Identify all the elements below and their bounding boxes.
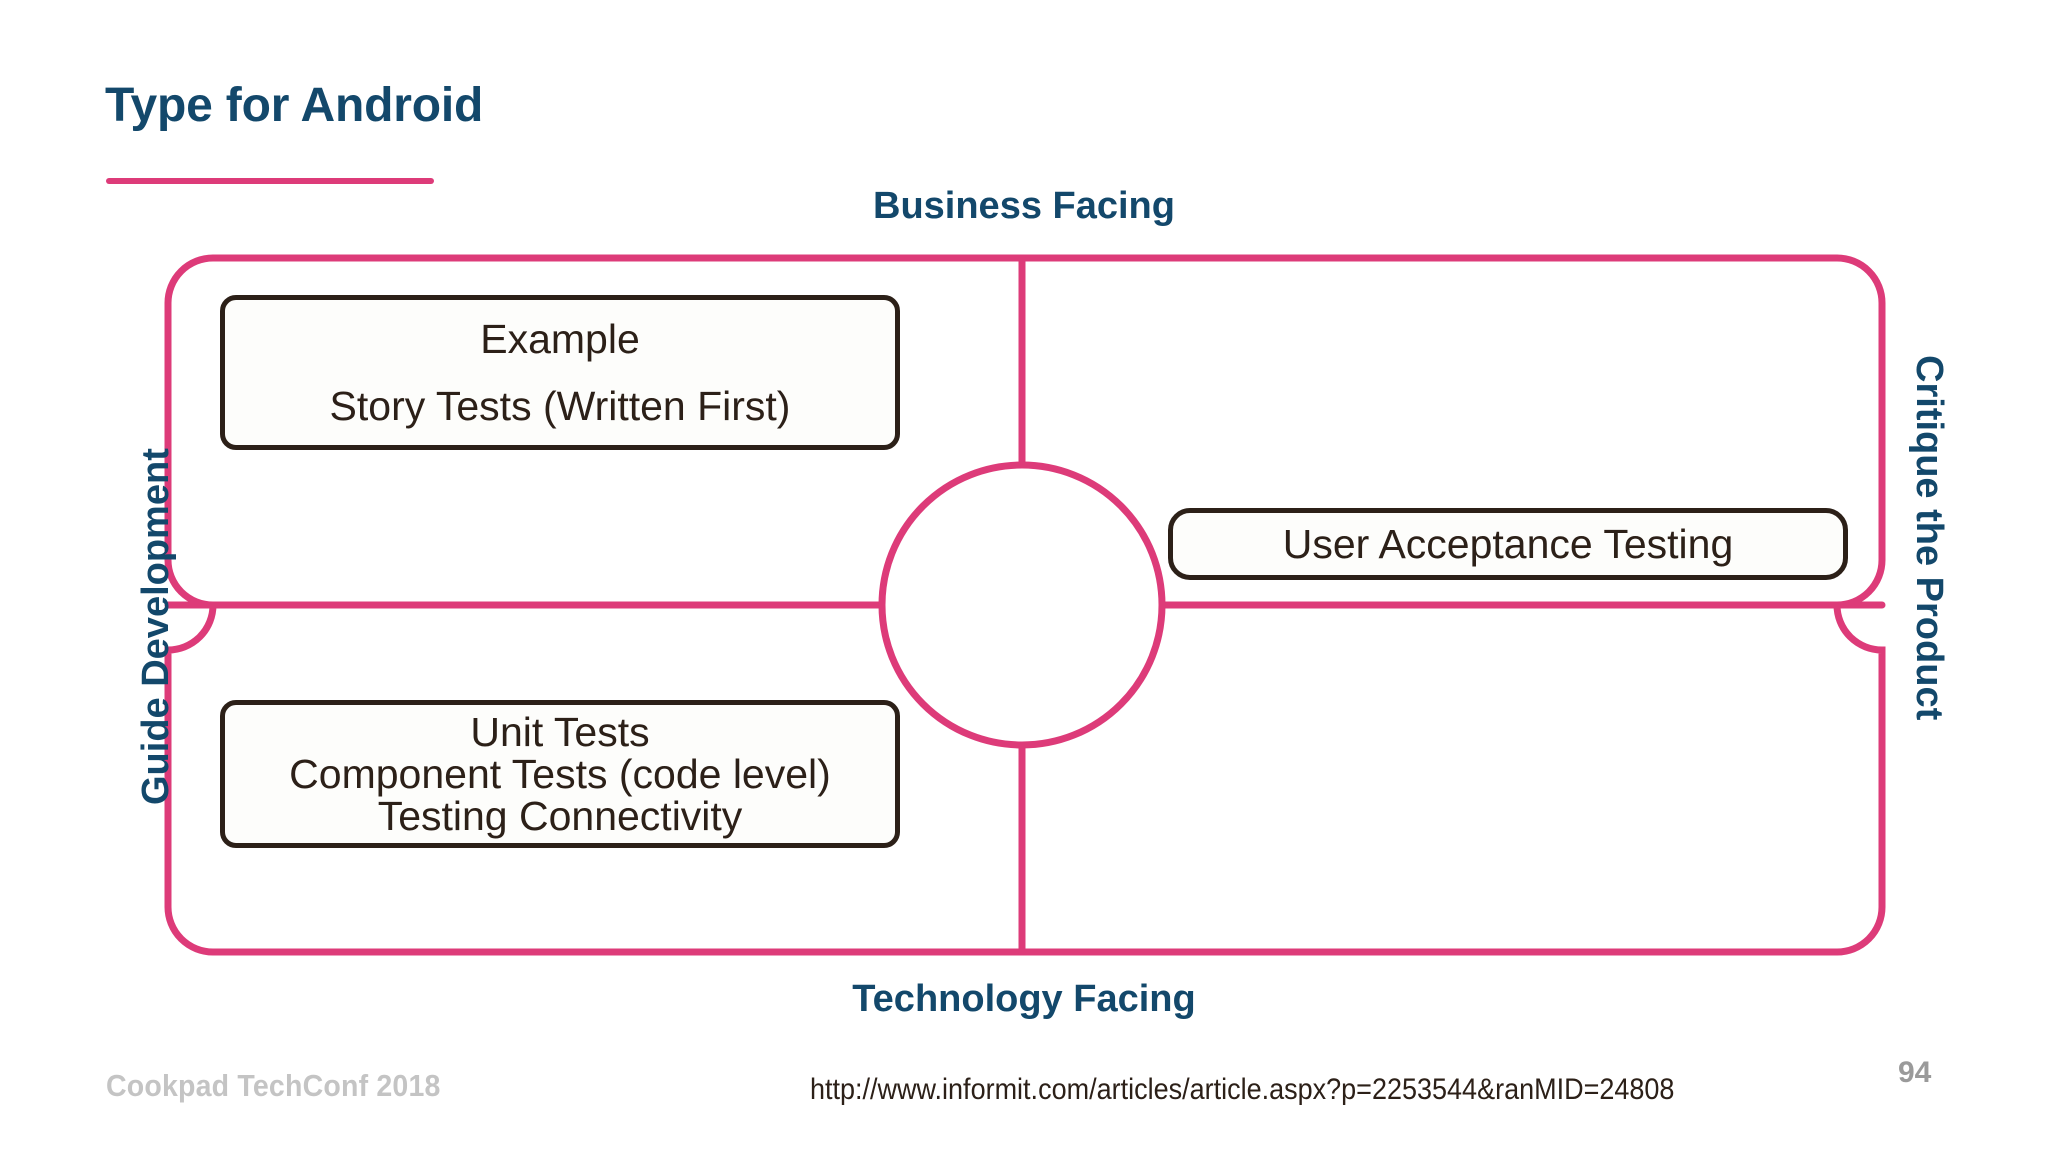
unit-tests-box: Unit Tests Component Tests (code level) …	[220, 700, 900, 848]
page-number: 94	[1898, 1056, 1932, 1089]
footer-source-url: http://www.informit.com/articles/article…	[810, 1073, 1675, 1106]
example-story-tests-box: Example Story Tests (Written First)	[220, 295, 900, 450]
axis-label-guide-development: Guide Development	[135, 448, 177, 805]
box-line-testing-connectivity: Testing Connectivity	[377, 793, 743, 840]
page-title: Type for Android	[105, 79, 484, 132]
center-circle	[878, 461, 1166, 749]
axis-label-business-facing: Business Facing	[873, 185, 1175, 227]
quadrant-bottom-right-outline	[1018, 601, 1886, 956]
axis-label-critique-the-product: Critique the Product	[1908, 355, 1950, 721]
title-underline-rule	[106, 178, 434, 184]
box-line-unit-tests: Unit Tests	[470, 708, 650, 755]
axis-label-technology-facing: Technology Facing	[852, 978, 1196, 1020]
box-line-user-acceptance-testing: User Acceptance Testing	[1282, 520, 1734, 567]
box-line-story-tests: Story Tests (Written First)	[329, 382, 791, 429]
user-acceptance-testing-box: User Acceptance Testing	[1168, 508, 1848, 580]
footer-brand-label: Cookpad TechConf 2018	[106, 1068, 441, 1103]
box-line-component-tests: Component Tests (code level)	[289, 750, 831, 797]
box-line-example: Example	[480, 315, 640, 362]
